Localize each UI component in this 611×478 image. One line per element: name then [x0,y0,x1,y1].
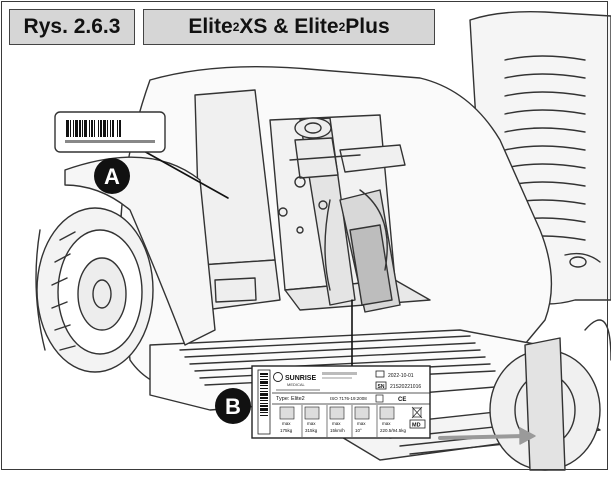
ce-tag: CE [398,397,406,403]
title-part-3: Plus [345,15,390,38]
label-spec-max: max [307,421,316,426]
tiller-column [278,117,406,313]
label-spec-value: 15km/h [330,428,345,433]
label-spec-icon [279,406,295,420]
label-date: 2022-10-01 [388,373,414,379]
title-sup-1: 2 [232,20,240,34]
label-spec-max: max [282,421,291,426]
figure-reference: Rys. 2.6.3 [9,9,135,45]
callout-b-letter: B [225,394,241,419]
label-spec-icon [329,406,345,420]
label-standard: ISO 7176-19:2008 [330,396,367,401]
sn-value: 21S20221016 [390,384,421,390]
label-spec-icon [304,406,320,420]
label-spec-value: 220.5/94.5kg [380,428,407,433]
barcode-label-a [54,111,166,153]
callout-a-letter: A [104,164,120,189]
title-sup-2: 2 [338,20,346,34]
product-label-b: SUNRISE MEDICAL 2022-10-01 SN 21S2022101… [251,365,431,439]
rear-wheel [35,207,154,373]
label-spec-value: 175kg [280,428,293,433]
direction-arrow [438,434,527,440]
arrow-head [519,427,536,445]
callout-a: A [94,158,130,194]
label-spec-icon [379,406,395,420]
brand-name: SUNRISE [285,375,316,382]
label-spec-max: max [332,421,341,426]
leader-line-a [141,149,229,199]
label-spec-max: max [382,421,391,426]
rear-fender [64,156,216,346]
label-spec-value: 10° [355,428,362,433]
label-type: Type: Elite2 [276,396,305,402]
label-spec-max: max [357,421,366,426]
callout-b: B [215,388,251,424]
front-assembly [329,319,611,471]
title-part-1: Elite [188,15,233,38]
md-tag: MD [412,423,421,429]
label-spec-icon [354,406,370,420]
brand-subtitle: MEDICAL [287,382,306,387]
title-part-2: XS & Elite [239,15,339,38]
label-spec-value: 315kg [305,428,318,433]
sn-tag: SN [378,384,385,390]
